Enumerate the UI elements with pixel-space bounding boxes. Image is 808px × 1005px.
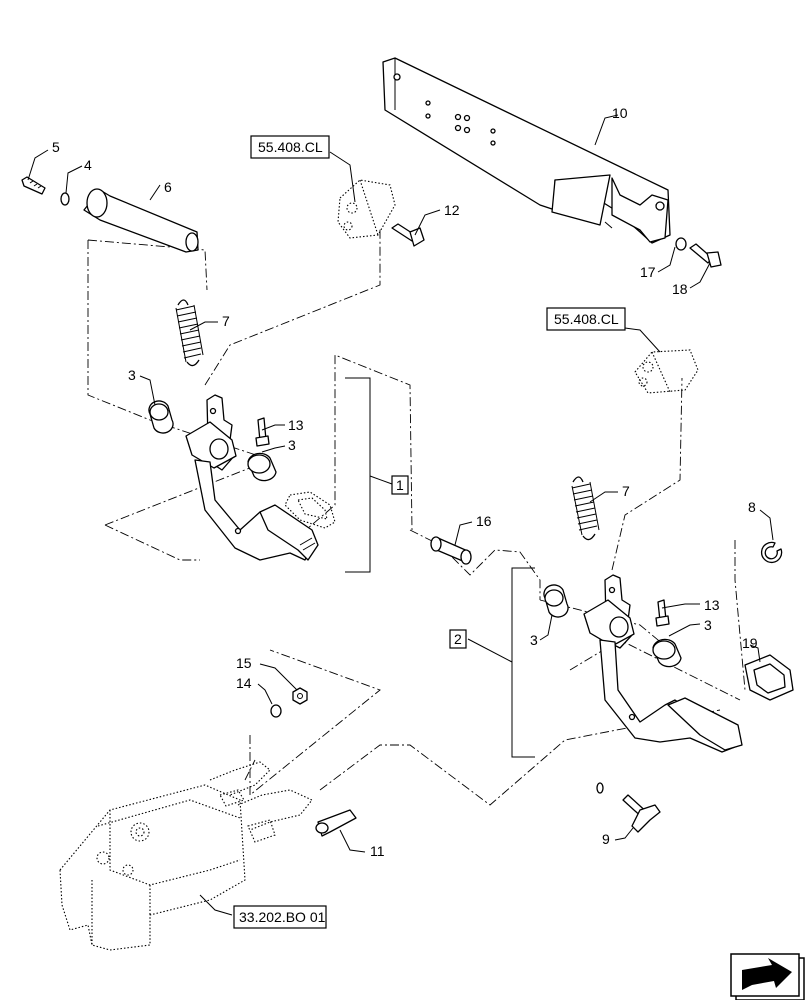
washer-14 (270, 704, 282, 718)
callout-18: 18 (672, 281, 688, 297)
reference-box-right[interactable]: 55.408.CL (546, 307, 626, 331)
screw-clip-9 (596, 782, 661, 833)
callout-3-b: 3 (288, 437, 296, 453)
reference-box-valve[interactable]: 33.202.BO 01 (233, 905, 327, 929)
spring-left (175, 299, 204, 367)
callout-5: 5 (52, 139, 60, 155)
callout-6: 6 (164, 179, 172, 195)
callout-7-left: 7 (222, 313, 230, 329)
pedal-right (583, 574, 743, 753)
callout-16: 16 (476, 513, 492, 529)
washer-4 (60, 192, 70, 206)
group-box-2: 2 (449, 629, 467, 649)
callout-8: 8 (748, 499, 756, 515)
callout-9: 9 (602, 831, 610, 847)
bushing-b (247, 452, 277, 482)
callout-7-right: 7 (622, 483, 630, 499)
callout-17: 17 (640, 264, 656, 280)
callout-4: 4 (84, 157, 92, 173)
screw-5 (21, 176, 46, 195)
callouts: 5 4 6 7 3 13 3 12 10 17 18 7 16 8 13 3 3… (52, 105, 758, 859)
pedal-pad-left (284, 491, 336, 529)
callout-3-a: 3 (128, 367, 136, 383)
leader-lines (27, 114, 774, 916)
pedal-pad-right (744, 654, 794, 701)
group-label-2: 2 (454, 631, 462, 647)
pivot-shaft (83, 188, 199, 253)
callout-12: 12 (444, 202, 460, 218)
bushing-c (543, 584, 569, 618)
callout-3-d: 3 (704, 617, 712, 633)
reference-label-right: 55.408.CL (554, 311, 619, 327)
nut-15 (292, 687, 308, 705)
screw-13-right (655, 599, 670, 627)
clip-ring-8 (761, 541, 783, 563)
bushing-d (652, 638, 682, 668)
callout-15: 15 (236, 655, 252, 671)
bolt-18 (689, 243, 722, 268)
valve-assembly (59, 761, 313, 951)
washer-17 (675, 237, 687, 251)
callout-19: 19 (742, 635, 758, 651)
reference-label-top: 55.408.CL (258, 139, 323, 155)
screw-13-left (255, 417, 270, 447)
pin-16 (430, 536, 472, 565)
pedal-left (185, 394, 319, 561)
callout-14: 14 (236, 675, 252, 691)
switch-top (337, 179, 396, 239)
link-11 (315, 809, 357, 837)
callout-13-right: 13 (704, 597, 720, 613)
bracket-plate (382, 57, 671, 244)
bushing-a (148, 400, 174, 434)
spring-right (571, 476, 600, 541)
group-label-1: 1 (396, 477, 404, 493)
reference-label-valve: 33.202.BO 01 (239, 909, 326, 925)
callout-11: 11 (370, 843, 385, 859)
reference-box-top[interactable]: 55.408.CL (250, 135, 330, 159)
group-brackets (345, 377, 535, 758)
switch-right (634, 349, 699, 394)
group-box-1: 1 (391, 475, 409, 495)
callout-3-c: 3 (530, 632, 538, 648)
callout-10: 10 (612, 105, 628, 121)
callout-13-left: 13 (288, 417, 304, 433)
next-page-arrow-icon[interactable] (730, 953, 805, 1001)
